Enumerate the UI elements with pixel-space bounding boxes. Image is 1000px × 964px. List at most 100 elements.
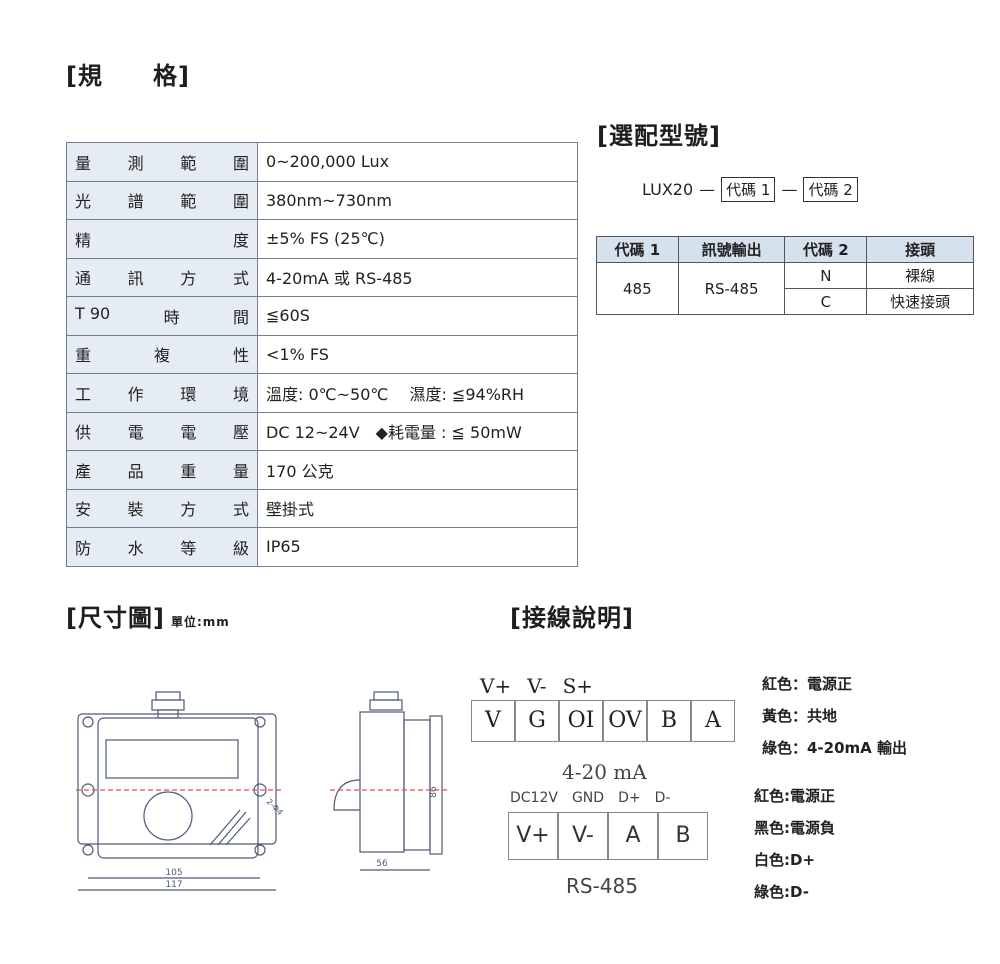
spec-label-char: 安	[75, 500, 92, 520]
model-code2-n: N	[784, 262, 868, 289]
spec-label-char: 品	[127, 461, 144, 481]
spec-row: 重 複 性 <1% FS	[66, 334, 578, 374]
spec-label-char: 式	[232, 269, 249, 289]
analog-top-labels: V+ V- S+	[480, 674, 593, 698]
note-line: 紅色:電源正	[754, 787, 835, 805]
spec-value: ≦60S	[257, 296, 578, 336]
spec-label-char: 產	[75, 461, 92, 481]
model-code-line: LUX20 — 代碼 1 — 代碼 2	[642, 177, 858, 202]
spec-label-char: 電	[127, 423, 144, 443]
spec-label: 通訊方式	[66, 257, 258, 297]
note-line: 黑色:電源負	[754, 819, 835, 837]
analog-terminal: OI	[559, 700, 603, 742]
model-header-code2: 代碼 2	[784, 236, 868, 263]
spec-label: 防水等級	[66, 527, 258, 567]
spec-label-char: 級	[232, 538, 249, 558]
spec-label-char: T 90	[75, 303, 111, 323]
note-line: 白色:D+	[754, 851, 816, 869]
spec-label: 工作環境	[66, 373, 258, 413]
model-header-code1: 代碼 1	[596, 236, 679, 263]
spec-label-char: 重	[180, 461, 197, 481]
rs485-terminal: V-	[558, 812, 608, 860]
model-connector-bare: 裸線	[866, 262, 974, 289]
spec-label-char: 壓	[232, 423, 249, 443]
model-output-value: RS-485	[677, 262, 786, 315]
spec-label-char: 等	[180, 538, 197, 558]
spec-heading: [規 格]	[66, 62, 190, 90]
rs485-terminal: B	[658, 812, 708, 860]
spec-label-char: 工	[75, 384, 92, 404]
spec-label: 安裝方式	[66, 488, 258, 528]
spec-label: 產品重量	[66, 450, 258, 490]
spec-label-char: 精	[75, 230, 92, 250]
analog-notes: 紅色：電源正 黃色：共地 綠色：4-20mA 輸出	[762, 668, 907, 764]
model-code2-box: 代碼 2	[803, 177, 858, 202]
spec-label-char: 式	[232, 500, 249, 520]
rs485-top-label: DC12V	[510, 790, 558, 806]
spec-value: 壁掛式	[257, 488, 578, 528]
analog-terminal-block: V G OI OV B A	[471, 700, 735, 742]
model-code1-box: 代碼 1	[721, 177, 776, 202]
spec-label-char: 方	[180, 500, 197, 520]
model-header-output: 訊號輸出	[677, 236, 786, 263]
spec-label-char: 測	[127, 153, 144, 173]
dim-hole: 2-Φ4	[265, 797, 285, 817]
model-connector-quick: 快速接頭	[866, 288, 974, 315]
side-view-drawing: 56 86	[330, 691, 448, 871]
analog-terminal: V	[471, 700, 515, 742]
rs485-terminal: V+	[508, 812, 558, 860]
spec-label-char: 度	[232, 230, 249, 250]
note-line: 綠色:D-	[754, 883, 809, 901]
note-line: 綠色：4-20mA 輸出	[762, 739, 907, 757]
dim-height: 86	[429, 786, 439, 798]
spec-label-char: 圍	[232, 153, 249, 173]
spec-label-char: 複	[153, 346, 170, 366]
spec-row: 安裝方式壁掛式	[66, 488, 578, 528]
analog-top-label: V-	[527, 674, 547, 698]
spec-label-char: 環	[180, 384, 197, 404]
front-view-drawing: 105 117 2-Φ4	[76, 691, 285, 891]
spec-value: 380nm~730nm	[257, 180, 578, 220]
rs485-top-label: D+	[618, 790, 641, 806]
dim-depth: 56	[376, 859, 388, 869]
rs485-top-label: D-	[654, 790, 671, 806]
spec-value: 溫度: 0℃~50℃ 濕度: ≦94%RH	[257, 373, 578, 413]
rs485-notes: 紅色:電源正 黑色:電源負 白色:D+ 綠色:D-	[754, 780, 835, 908]
dimension-unit: 單位:mm	[170, 615, 230, 629]
model-header-connector: 接頭	[866, 236, 974, 263]
spec-value: 4-20mA 或 RS-485	[257, 257, 578, 297]
spec-label-char: 間	[232, 307, 249, 327]
dimension-heading-text: [尺寸圖]	[66, 604, 165, 632]
analog-caption: 4-20 mA	[562, 760, 647, 784]
dim-width-outer: 117	[165, 880, 182, 890]
spec-value: DC 12~24V ◆耗電量 : ≦ 50mW	[257, 411, 578, 451]
spec-value: <1% FS	[257, 334, 578, 374]
analog-terminal: G	[515, 700, 559, 742]
spec-label: 重複性	[66, 334, 258, 374]
spec-label-char: 譜	[127, 192, 144, 212]
model-table: 代碼 1 訊號輸出 代碼 2 接頭 485 RS-485 N 裸線 C 快速接頭	[596, 236, 974, 315]
model-dash-2: —	[781, 180, 798, 199]
spec-row: 工作環境溫度: 0℃~50℃ 濕度: ≦94%RH	[66, 373, 578, 413]
note-line: 黃色：共地	[762, 707, 838, 725]
spec-label-char: 境	[232, 384, 249, 404]
rs485-terminal-block: V+ V- A B	[508, 812, 708, 860]
spec-label-char: 方	[180, 269, 197, 289]
dim-width-inner: 105	[165, 868, 182, 878]
rs485-top-labels: DC12V GND D+ D-	[510, 790, 670, 806]
spec-label-char: 供	[75, 423, 92, 443]
analog-top-label: S+	[562, 674, 594, 698]
spec-label-char: 水	[127, 538, 144, 558]
spec-label-char: 重	[75, 346, 92, 366]
spec-label-char: 性	[232, 346, 249, 366]
spec-label-char: 量	[232, 461, 249, 481]
spec-label-char: 通	[75, 269, 92, 289]
